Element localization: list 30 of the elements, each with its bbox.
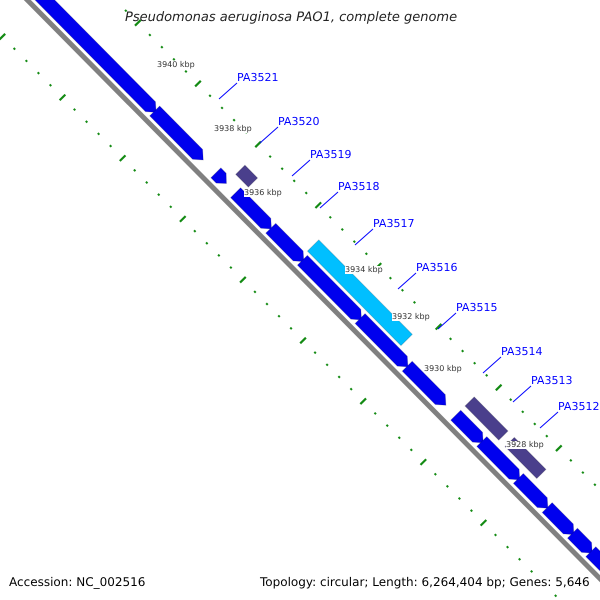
leader-line (398, 272, 416, 290)
leader-line (540, 412, 558, 428)
gene-label: PA3514 (501, 346, 542, 357)
leader-line (512, 386, 532, 402)
scale-label: 3936 kbp (244, 189, 282, 197)
leader-line (354, 228, 374, 246)
footer-text: Topology: circular; Length: 6,264,404 bp; Genes: 5,646 (260, 576, 590, 588)
gene-label: PA3521 (237, 72, 278, 83)
scale-label: 3930 kbp (424, 365, 462, 373)
scale-label: 3928 kbp (506, 441, 544, 449)
leader-line (320, 192, 338, 208)
gene-label: PA3520 (278, 116, 320, 127)
leader-line (292, 160, 310, 176)
scale-label: 3932 kbp (392, 313, 430, 321)
leader-line (260, 126, 278, 144)
gene-label: PA3515 (456, 302, 498, 313)
leader-line (482, 356, 502, 374)
gene-label: PA3517 (373, 218, 414, 229)
footer-text: Accession: NC_002516 (9, 576, 146, 588)
gene-label: PA3518 (338, 181, 380, 192)
leader-line (438, 312, 456, 330)
gene-label: PA3512 (558, 401, 600, 412)
gene-label: PA3513 (531, 375, 572, 386)
scale-label: 3938 kbp (214, 125, 252, 133)
leader-line (218, 82, 238, 100)
gene-label: PA3516 (416, 262, 458, 273)
scale-label: 3940 kbp (157, 61, 195, 69)
gene-label: PA3519 (310, 149, 352, 160)
genome-title: Pseudomonas aeruginosa PAO1, complete genome (125, 11, 458, 24)
scale-label: 3934 kbp (345, 266, 383, 274)
